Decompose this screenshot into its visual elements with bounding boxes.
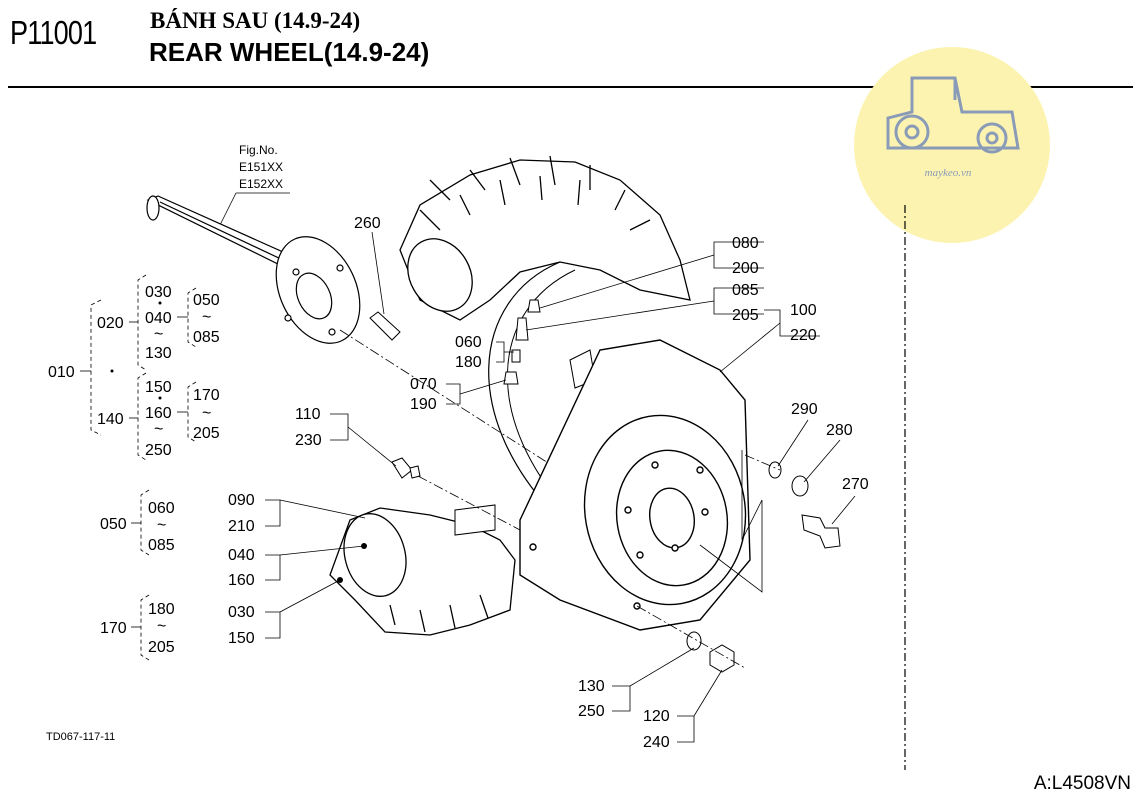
callout-040: 040	[228, 547, 255, 564]
fig-heading: Fig.No.	[239, 143, 278, 157]
washer-nut-bolt	[686, 461, 841, 673]
tree-p: 085	[148, 537, 175, 554]
tree-h: 140	[97, 411, 124, 428]
fig-no-2: E152XX	[239, 177, 283, 191]
callout-100: 100	[790, 302, 817, 319]
tire-lower	[329, 507, 516, 636]
callout-110: 110	[295, 406, 321, 423]
callout-180: 180	[455, 354, 482, 371]
page-code: P11001	[10, 14, 97, 51]
tree-o: 060	[148, 500, 175, 517]
callout-090: 090	[228, 492, 255, 509]
title-vietnamese: BÁNH SAU (14.9-24)	[150, 8, 361, 33]
leader-lines	[265, 241, 856, 743]
tree-j: 160	[145, 405, 172, 422]
callout-080: 080	[732, 235, 759, 252]
callout-190: 190	[410, 396, 437, 413]
watermark: maykeo.vn	[854, 47, 1050, 243]
svg-text:~: ~	[157, 618, 166, 635]
page-reference: A:L4508VN	[1033, 773, 1131, 794]
callout-260: 260	[354, 215, 381, 232]
tractor-icon	[886, 76, 1020, 154]
callout-085: 085	[732, 282, 759, 299]
callout-280: 280	[826, 422, 853, 439]
callout-060: 060	[455, 334, 482, 351]
svg-text:~: ~	[154, 326, 163, 343]
valve-parts	[503, 299, 541, 385]
watermark-text: maykeo.vn	[925, 167, 972, 179]
tree-e: 130	[145, 345, 172, 362]
callout-200: 200	[732, 260, 759, 277]
tree-d: 040	[145, 310, 172, 327]
figure-number: Fig.No. E151XX E152XX	[219, 143, 290, 226]
title-english: REAR WHEEL(14.9-24)	[149, 37, 430, 67]
callout-030: 030	[228, 604, 255, 621]
tree-f: 050	[193, 292, 220, 309]
disc-wheel	[519, 339, 751, 631]
tree-g: 085	[193, 329, 220, 346]
axle-shaft	[146, 195, 361, 344]
callout-240: 240	[643, 734, 670, 751]
tree-l: 170	[193, 387, 220, 404]
callout-205: 205	[732, 307, 759, 324]
tree-a: 010	[48, 364, 75, 381]
tree-i: 150	[145, 379, 172, 396]
drawing-code: TD067-117-11	[46, 731, 116, 743]
tree-m: 205	[193, 425, 220, 442]
callout-160: 160	[228, 572, 255, 589]
callout-230: 230	[295, 432, 322, 449]
bolt-110	[391, 457, 421, 479]
callout-290: 290	[791, 401, 818, 418]
callout-270: 270	[842, 476, 869, 493]
stud-bolt	[369, 311, 401, 341]
callout-150: 150	[228, 630, 255, 647]
svg-text:~: ~	[154, 421, 163, 438]
tree-r: 180	[148, 601, 175, 618]
header-rule	[8, 86, 1133, 88]
tree-s: 205	[148, 639, 175, 656]
callout-120: 120	[643, 708, 670, 725]
svg-text:~: ~	[202, 309, 211, 326]
callout-210: 210	[228, 518, 255, 535]
tree-q: 170	[100, 620, 127, 637]
callout-070: 070	[410, 376, 437, 393]
part-tree	[80, 274, 197, 661]
callout-220: 220	[790, 327, 817, 344]
svg-text:~: ~	[202, 405, 211, 422]
tree-c: 030	[145, 284, 172, 301]
tree-k: 250	[145, 442, 172, 459]
callout-130: 130	[578, 678, 605, 695]
tree-n: 050	[100, 516, 127, 533]
svg-text:~: ~	[157, 517, 166, 534]
fig-no-1: E151XX	[239, 160, 283, 174]
callout-250: 250	[578, 703, 605, 720]
tire-upper	[399, 155, 691, 321]
tree-b: 020	[97, 315, 124, 332]
